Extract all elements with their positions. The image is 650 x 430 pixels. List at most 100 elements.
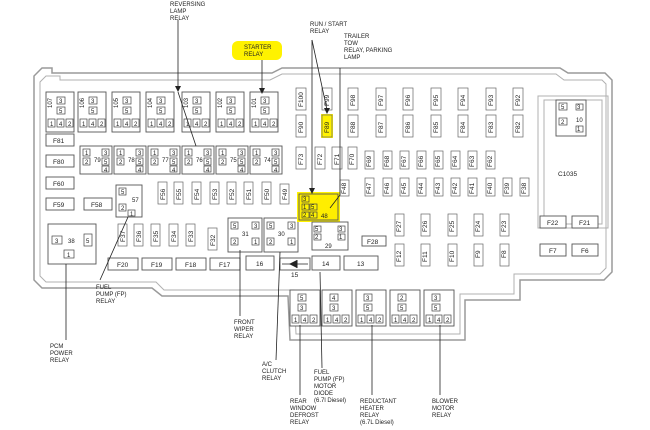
fuse-f83: F83 [485,114,497,138]
svg-text:F88: F88 [350,121,357,133]
svg-text:F80: F80 [53,159,65,166]
relay-2: 2 5 1 4 2 [389,289,421,327]
pin-1-label: 1 [220,122,224,128]
fuse-f17: F17 [209,257,241,271]
svg-text:3: 3 [290,224,294,230]
fuse-f33: F33 [185,223,196,247]
svg-text:F44: F44 [418,182,425,194]
svg-text:3: 3 [274,151,278,157]
svg-text:1: 1 [187,151,191,157]
fuse-f40: F40 [485,177,496,197]
housing-outline [33,67,613,341]
svg-text:F50: F50 [264,188,271,200]
svg-text:F84: F84 [460,121,467,133]
relay-106: 3 5 1 4 2 106 [77,91,107,133]
svg-text:F86: F86 [405,121,412,133]
fuse-f54: F54 [191,181,202,205]
fuse-f69: F69 [364,150,375,170]
svg-text:3: 3 [366,296,370,302]
pin-5-label: 5 [59,109,63,115]
svg-text:F58: F58 [91,202,103,209]
fuse-f45: F45 [399,177,410,197]
relay-29: 5 2 3 1 29 [311,221,349,251]
relay-77: 1 2 3 5 4 77 [147,145,181,175]
relay-104-label: 104 [148,97,154,108]
svg-text:F63: F63 [469,155,476,167]
relay-10-label: 10 [576,118,583,124]
svg-text:5: 5 [274,160,278,166]
relay-31-front-wiper: 5 2 3 1 31 [227,217,263,253]
svg-text:5: 5 [315,227,319,233]
relay-79-label: 79 [94,158,101,164]
pin-4-label: 4 [91,122,95,128]
relay-31-label: 31 [242,232,249,238]
fuse-f44: F44 [416,177,427,197]
svg-text:F97: F97 [378,94,385,106]
pin-2-label: 2 [272,122,276,128]
svg-text:5: 5 [121,190,125,196]
relay-3-reductant-heater: 3 5 1 4 2 [355,289,387,327]
svg-text:F81: F81 [53,138,65,145]
callout-run-start-relay: RUN / START RELAY [310,22,349,35]
svg-text:5: 5 [240,160,244,166]
callout-pcm-power-relay: PCM POWER RELAY [50,344,74,364]
fuse-f63: F63 [467,150,478,170]
fuse-f34: F34 [168,223,179,247]
fuse-f19: F19 [141,257,173,271]
fuse-f82: F82 [512,114,524,138]
fuse-f50: F50 [261,181,272,205]
svg-text:F52: F52 [229,188,236,200]
svg-text:F45: F45 [401,182,408,194]
pin-1-label: 1 [254,122,258,128]
svg-text:F69: F69 [366,155,373,167]
fuse-f87: F87 [375,114,387,138]
relay-30-label: 30 [278,232,285,238]
svg-text:2: 2 [312,318,316,324]
svg-text:F40: F40 [487,182,494,194]
fuse-f84: F84 [457,114,469,138]
svg-text:3: 3 [303,197,307,203]
svg-text:5: 5 [86,239,90,245]
relay-102: 3 5 1 4 2 102 [215,91,245,133]
svg-text:5: 5 [400,306,404,312]
fuse-f55: F55 [173,181,184,205]
relay-57-label: 57 [132,198,139,204]
svg-text:F7: F7 [549,248,557,255]
svg-text:F38: F38 [521,182,528,194]
fuse-f6: F6 [571,243,599,257]
fuse-f12: F12 [394,243,405,267]
fuse-f26: F26 [420,213,431,237]
relay-13: 13 [343,255,379,271]
svg-text:1: 1 [130,212,134,218]
relay-75-label: 75 [230,158,237,164]
svg-text:F20: F20 [117,262,129,269]
svg-text:4: 4 [403,318,407,324]
svg-text:2: 2 [85,160,89,166]
svg-text:F89: F89 [324,121,331,133]
fuse-f47: F47 [364,177,375,197]
svg-text:F70: F70 [349,153,356,165]
svg-text:F10: F10 [449,250,456,262]
svg-text:4: 4 [240,168,244,174]
svg-text:F18: F18 [185,262,197,269]
svg-text:F87: F87 [378,121,385,133]
svg-text:2: 2 [269,240,273,246]
svg-text:F43: F43 [435,182,442,194]
svg-text:4: 4 [332,296,336,302]
fuse-f60: F60 [45,176,75,190]
svg-text:F48: F48 [341,182,348,194]
svg-text:1: 1 [294,318,298,324]
callout-reversing-lamp-relay: REVERSING LAMP RELAY [170,2,207,22]
fuse-f48: F48 [339,179,350,197]
fuse-f21: F21 [571,215,599,229]
fuse-f51: F51 [243,181,254,205]
fuse-f23: F23 [499,213,510,237]
svg-text:4: 4 [311,213,315,219]
svg-text:5: 5 [233,224,237,230]
fuse-f71: F71 [331,146,343,170]
pin-2-label: 2 [204,122,208,128]
svg-text:5: 5 [434,306,438,312]
svg-text:4: 4 [369,318,373,324]
svg-text:2: 2 [412,318,416,324]
